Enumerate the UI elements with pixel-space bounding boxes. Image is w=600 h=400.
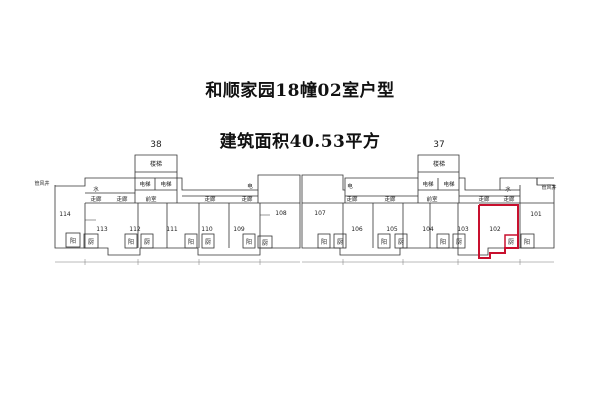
unit-113: 113 [96, 226, 108, 233]
unit-109: 109 [233, 226, 245, 233]
electric-label: 电 [347, 182, 353, 190]
balcony-label: 阳 [70, 237, 76, 245]
corridor-label: 走廊 [116, 195, 128, 203]
water-label: 水 [93, 185, 99, 193]
elevator-label: 电梯 [443, 180, 455, 188]
balcony-label: 阳 [524, 238, 530, 246]
kitchen-label: 厨 [144, 239, 150, 246]
kitchen-label: 厨 [205, 239, 211, 246]
unit-108: 108 [275, 210, 287, 217]
balcony-label: 阳 [128, 238, 134, 246]
unit-111: 111 [166, 226, 178, 233]
kitchen-label: 厨 [508, 239, 514, 246]
corridor-label: 走廊 [503, 195, 515, 203]
corridor-label: 走廊 [204, 195, 216, 203]
stair-label: 楼梯 [150, 160, 162, 168]
stair-label: 楼梯 [433, 160, 445, 168]
balcony-label: 阳 [188, 238, 194, 246]
unit-106: 106 [351, 226, 363, 233]
unit-102: 102 [489, 226, 501, 233]
plan-title: 和顺家园18幢02室户型 [205, 81, 395, 101]
kitchen-label: 厨 [456, 239, 462, 246]
unit-101: 101 [530, 211, 542, 218]
front-room-label: 前室 [145, 195, 157, 203]
corridor-label: 走廊 [346, 195, 358, 203]
balcony-label: 阳 [246, 238, 252, 246]
water-label: 水 [505, 185, 511, 193]
elevator-label: 电梯 [422, 180, 434, 188]
kitchen-label: 厨 [398, 239, 404, 246]
building-number-37: 37 [433, 140, 444, 150]
kitchen-label: 厨 [262, 240, 268, 247]
elevator-label: 电梯 [139, 180, 151, 188]
kitchen-label: 厨 [88, 239, 94, 246]
electric-label: 电 [247, 182, 253, 190]
corridor-label: 走廊 [241, 195, 253, 203]
unit-114: 114 [59, 211, 71, 218]
unit-105: 105 [386, 226, 398, 233]
shaft-label: 管风井 [541, 184, 556, 191]
corridor-label: 走廊 [90, 195, 102, 203]
unit-112: 112 [129, 226, 141, 233]
unit-104: 104 [422, 226, 434, 233]
balcony-label: 阳 [440, 238, 446, 246]
balcony-label: 阳 [321, 238, 327, 246]
front-room-label: 前室 [426, 195, 438, 203]
area-caption: 建筑面积40.53平方 [219, 132, 381, 152]
building-number-38: 38 [150, 140, 162, 150]
elevator-label: 电梯 [160, 180, 172, 188]
unit-103: 103 [457, 226, 469, 233]
unit-102-highlight [478, 204, 519, 259]
unit-110: 110 [201, 226, 213, 233]
shaft-label: 管风井 [34, 180, 49, 187]
corridor-label: 走廊 [384, 195, 396, 203]
unit-107: 107 [314, 210, 326, 217]
kitchen-label: 厨 [337, 239, 343, 246]
balcony-label: 阳 [381, 238, 387, 246]
unit-102-kitchen-highlight [504, 234, 519, 249]
corridor-label: 走廊 [478, 195, 490, 203]
